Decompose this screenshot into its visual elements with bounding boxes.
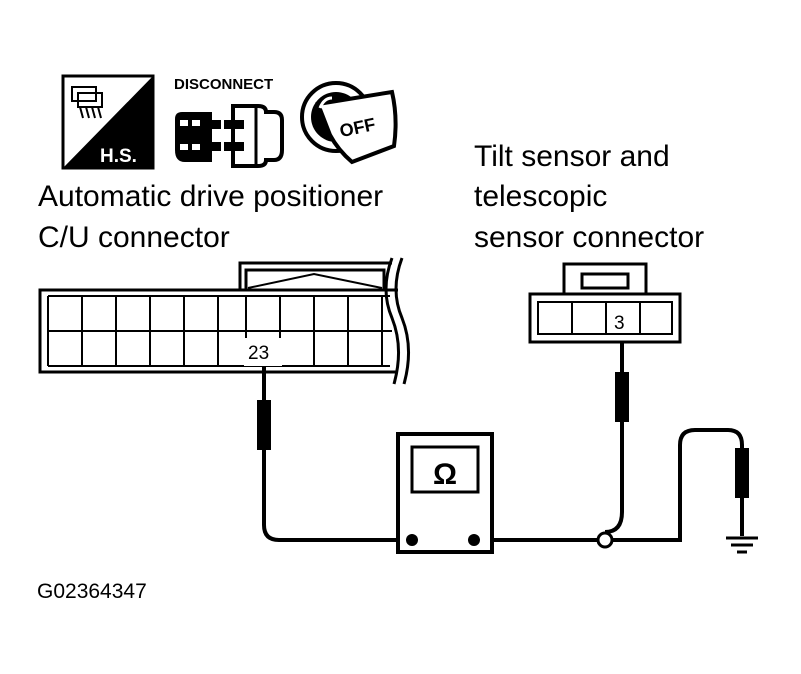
right-connector-title-line-2: telescopic	[474, 180, 607, 213]
ignition-off-icon: OFF	[300, 81, 398, 165]
ground-icon	[726, 536, 758, 554]
right-connector-title-line-3: sensor connector	[474, 221, 704, 254]
right-connector-title-line-1: Tilt sensor and	[474, 140, 670, 173]
tilt-sensor-connector	[528, 262, 682, 344]
ohmmeter: Ω	[396, 432, 494, 554]
left-connector-title-line-2: C/U connector	[38, 221, 230, 254]
wire-junction	[596, 531, 614, 549]
cu-connector	[38, 257, 411, 385]
harness-side-icon: H.S.	[61, 74, 155, 170]
disconnect-label: DISCONNECT	[174, 76, 273, 93]
tilt-sensor-terminal-number: 3	[614, 313, 625, 334]
ground-probe-handle	[735, 448, 749, 498]
left-connector-title-line-1: Automatic drive positioner	[38, 180, 383, 213]
figure-id: G02364347	[37, 580, 147, 603]
ohm-icon: Ω	[433, 458, 457, 491]
cu-terminal-cell	[244, 338, 282, 366]
disconnect-icon: DISCONNECT	[174, 76, 284, 168]
left-probe-handle	[257, 400, 271, 450]
meter-terminal-positive	[468, 534, 480, 546]
harness-side-label: H.S.	[100, 146, 137, 167]
cu-terminal-number: 23	[248, 343, 269, 364]
right-probe-handle	[615, 372, 629, 422]
meter-terminal-negative	[406, 534, 418, 546]
test-leads	[262, 342, 744, 542]
